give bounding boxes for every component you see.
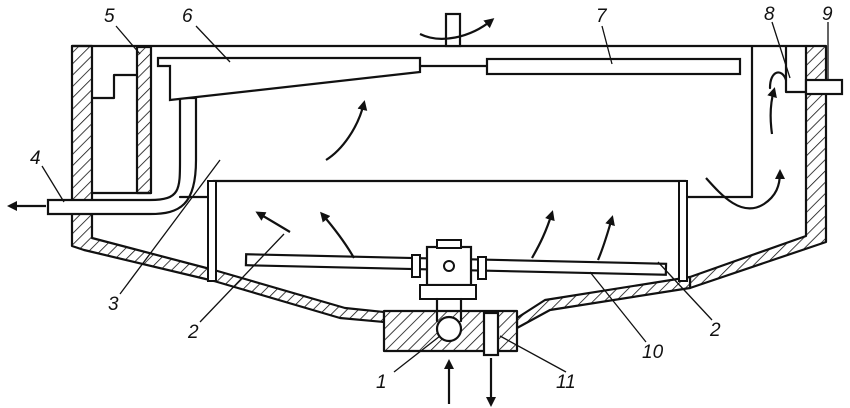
outlet-pipe-9	[804, 78, 844, 96]
scraper-arm-6	[156, 56, 422, 102]
trough-wall-left	[135, 45, 153, 195]
effluent-pipe-4	[46, 96, 198, 216]
flow-arrow-c	[531, 210, 555, 259]
trough-channel-left	[90, 73, 139, 100]
hub-bolt	[443, 260, 455, 272]
cone-bottom-right	[515, 275, 692, 330]
leader-4	[41, 165, 65, 203]
leader-2b	[657, 261, 713, 321]
flow-arrow-d	[596, 215, 615, 261]
flow-arrow-weir	[767, 87, 777, 135]
overflow-weir-right	[768, 71, 788, 90]
callout-7: 7	[596, 6, 608, 27]
flow-arrow-over	[705, 169, 785, 210]
hub-top-cap	[436, 239, 462, 249]
leader-1	[393, 335, 441, 373]
callout-9: 9	[822, 4, 833, 25]
callout-11: 11	[556, 372, 576, 393]
rotation-arrow	[419, 18, 495, 40]
leader-7	[601, 25, 613, 65]
callout-10: 10	[642, 342, 664, 363]
leader-10	[589, 271, 647, 343]
flow-arrow-up	[325, 100, 368, 161]
inner-cylinder-wall-right	[678, 180, 688, 282]
callout-6: 6	[182, 6, 193, 27]
callout-1: 1	[376, 372, 387, 393]
callout-5: 5	[104, 6, 115, 27]
hub-collar-left	[411, 254, 421, 278]
callout-3: 3	[108, 294, 119, 315]
hub-stem	[419, 284, 477, 300]
callout-4: 4	[30, 148, 41, 169]
callout-8: 8	[764, 4, 775, 25]
hub-collar-right	[477, 256, 487, 280]
flow-arrow-a	[255, 211, 291, 233]
cone-bottom-left	[212, 268, 386, 324]
leader-5	[115, 25, 141, 55]
inner-cylinder-wall-left	[207, 180, 217, 282]
leader-2a	[199, 233, 285, 323]
leader-3	[119, 159, 221, 295]
leader-6	[195, 25, 231, 63]
callout-2-left: 2	[187, 322, 199, 343]
flow-arrow-b	[320, 211, 355, 259]
drive-shaft-top	[444, 12, 462, 48]
trough-right	[784, 45, 808, 94]
sludge-pipe-11	[482, 311, 500, 357]
scraper-arm-7	[485, 57, 742, 76]
callout-2-right: 2	[709, 320, 721, 341]
inlet-pipe-1	[435, 315, 463, 343]
leader-8	[771, 21, 791, 79]
leader-11	[499, 335, 567, 373]
